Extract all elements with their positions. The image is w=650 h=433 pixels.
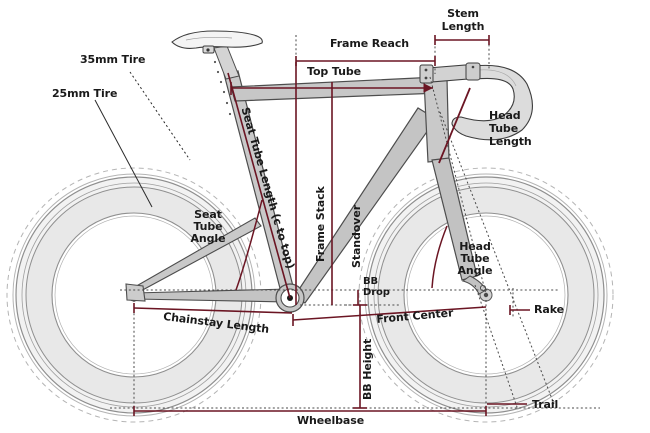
label-frame-reach: Frame Reach — [330, 37, 410, 50]
label-head-tube-angle-line3: Angle — [457, 264, 493, 277]
label-head-tube-length-line3: Length — [489, 135, 532, 148]
label-top-tube: Top Tube — [307, 65, 361, 78]
label-35mm-tire: 35mm Tire — [80, 53, 146, 66]
label-seat-tube-angle-line2: Tube — [193, 220, 223, 233]
label-bb-height: BB Height — [360, 339, 374, 401]
label-seat-tube-angle-line1: Seat — [194, 208, 222, 221]
label-wheelbase: Wheelbase — [297, 414, 365, 427]
measure-head-tube-length — [438, 87, 471, 164]
measure-bb-height — [353, 304, 367, 409]
measure-head-tube-angle — [431, 225, 448, 289]
label-stem-length-line1: Stem — [447, 7, 479, 20]
measure-wheelbase — [133, 406, 487, 416]
bicycle-frame — [125, 30, 533, 313]
measurement-lines — [133, 35, 530, 416]
label-25mm-tire: 25mm Tire — [52, 87, 118, 100]
label-head-tube-angle-line1: Head — [459, 240, 491, 253]
label-frame-stack: Frame Stack — [313, 186, 327, 263]
label-trail: Trail — [532, 398, 559, 411]
measure-rake — [509, 305, 530, 315]
label-standover: Standover — [349, 205, 363, 269]
label-bb-drop-line2: Drop — [363, 287, 390, 298]
label-head-tube-length-line1: Head — [489, 109, 521, 122]
leader-25mm-tire — [94, 99, 153, 208]
measure-seat-tube-length — [227, 72, 291, 299]
measure-seat-tube-angle — [235, 199, 263, 291]
tire-leader-lines — [94, 71, 191, 208]
measure-front-center — [292, 306, 487, 326]
label-head-tube-length-line2: Tube — [489, 122, 519, 135]
measure-chainstay-length — [133, 303, 293, 314]
leader-35mm-tire — [129, 71, 191, 161]
label-rake: Rake — [534, 303, 564, 316]
label-seat-tube-angle-line3: Angle — [190, 232, 226, 245]
label-head-tube-angle-line2: Tube — [460, 252, 490, 265]
measure-stem-length — [434, 35, 490, 45]
label-bb-drop-line1: BB — [363, 276, 379, 287]
label-stem-length-line2: Length — [441, 20, 485, 33]
